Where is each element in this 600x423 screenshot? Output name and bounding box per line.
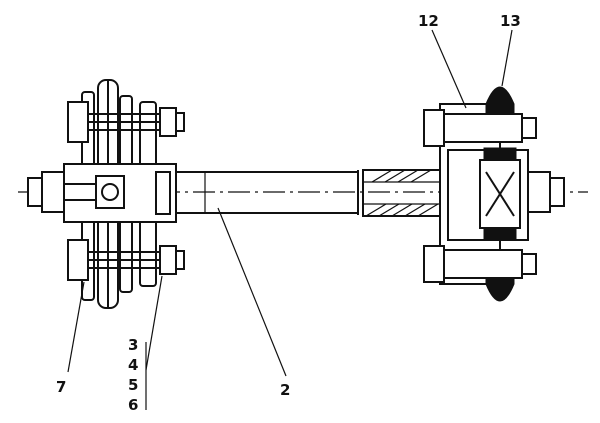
callout-2: 2 [280,381,290,399]
callout-4: 4 [128,356,138,374]
callout-7: 7 [56,378,66,396]
callout-5: 5 [128,376,138,394]
callout-3: 3 [128,336,138,354]
shaft [170,169,444,217]
callout-6: 6 [128,396,138,414]
right-flexible-coupling [423,86,565,302]
left-universal-joint [27,79,185,309]
callout-12: 12 [418,12,439,30]
callout-13: 13 [500,12,521,30]
leader-lines [67,29,513,410]
